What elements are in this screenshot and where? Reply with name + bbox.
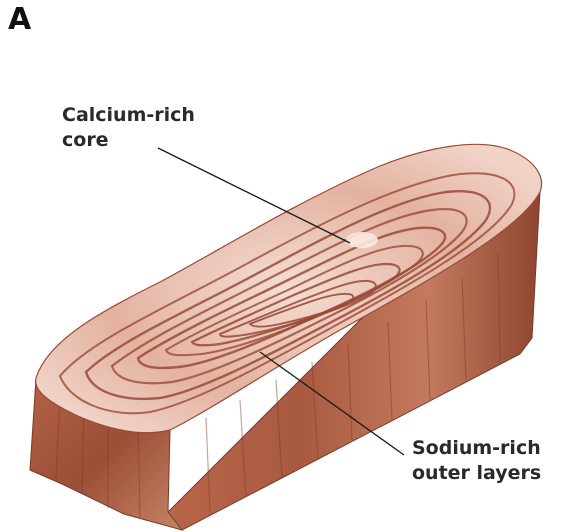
calcium-core-label-line1: Calcium-rich [62,103,195,128]
sodium-outer-label: Sodium-rich outer layers [412,436,541,486]
sodium-outer-label-line2: outer layers [412,461,541,486]
light-core-spot [346,232,378,248]
sodium-outer-label-line1: Sodium-rich [412,436,541,461]
calcium-core-label-line2: core [62,128,195,153]
calcium-core-label: Calcium-rich core [62,103,195,153]
